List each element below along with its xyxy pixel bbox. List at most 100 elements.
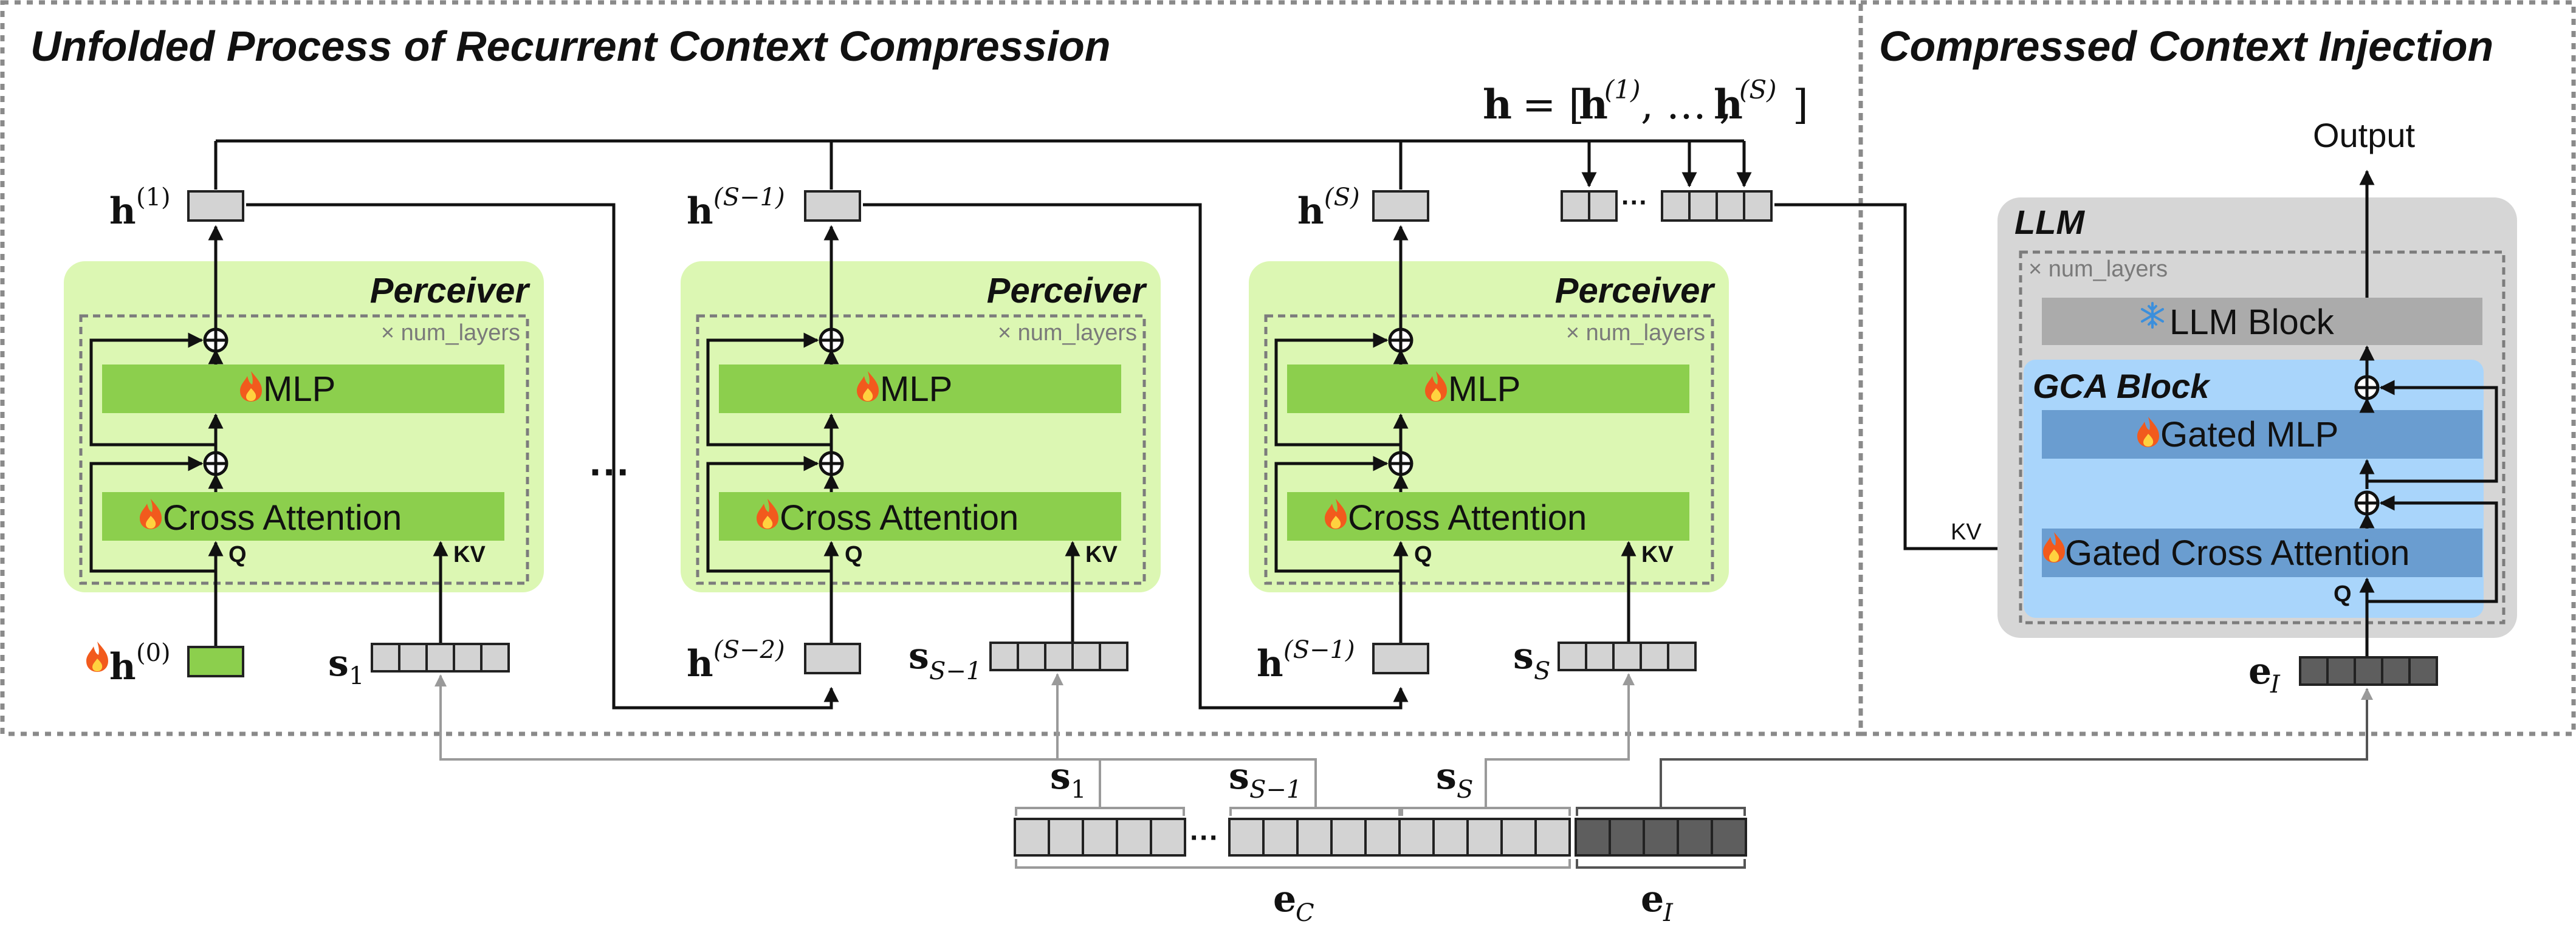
svg-text:S−1: S−1 xyxy=(929,657,981,685)
label-s-s-bottom: s S xyxy=(1436,755,1473,804)
segment-s-minus-1-token xyxy=(1017,642,1046,671)
instruction-feed-line xyxy=(1660,688,2373,808)
svg-text:s: s xyxy=(1229,755,1249,798)
instruction-token xyxy=(2408,656,2438,686)
svg-text:(1): (1) xyxy=(136,183,171,211)
history-token xyxy=(1716,190,1745,222)
instruction-token xyxy=(1677,818,1713,857)
circled-plus-icon xyxy=(2354,375,2380,400)
svg-text:(S−1): (S−1) xyxy=(713,183,785,211)
perceiver-s-q-label: Q xyxy=(1414,542,1432,567)
h1-token xyxy=(187,190,244,222)
perceiver-s-minus-1-mlp-label: MLP xyxy=(880,369,952,409)
svg-text:h: h xyxy=(1297,190,1324,233)
svg-text:h: h xyxy=(109,190,136,233)
input-sequence xyxy=(1014,818,1747,857)
perceiver-1-layer-stack xyxy=(79,314,529,585)
svg-text:1: 1 xyxy=(349,662,364,690)
history-token xyxy=(1661,190,1691,222)
gated-cross-attention xyxy=(2042,529,2482,577)
gated-mlp-label: Gated MLP xyxy=(2160,415,2338,454)
instruction-token xyxy=(1643,818,1679,857)
instruction-token xyxy=(2381,656,2411,686)
perceiver-s-connections xyxy=(1274,225,1637,647)
segment-tokens xyxy=(371,642,1697,673)
svg-text:1: 1 xyxy=(1071,776,1086,804)
label-s1: s 1 xyxy=(328,642,364,690)
context-token xyxy=(1398,818,1435,857)
perceiver-1: Perceiver × num_layers MLP Cross Attenti… xyxy=(64,225,544,647)
perceiver-1-cross-attention-label: Cross Attention xyxy=(163,498,402,538)
h-s-minus-1-input-token xyxy=(1372,643,1429,674)
svg-text:s: s xyxy=(1050,755,1071,798)
svg-text:h: h xyxy=(687,643,713,685)
svg-text:S−1: S−1 xyxy=(1249,776,1302,804)
context-token xyxy=(1466,818,1503,857)
perceiver-1-kv-label: KV xyxy=(453,542,486,567)
injection-section-title: Compressed Context Injection xyxy=(1879,22,2493,70)
svg-text:e: e xyxy=(2248,650,2272,693)
circled-plus-icon xyxy=(1388,327,1413,353)
svg-text:I: I xyxy=(2270,671,2281,699)
gca-q-label: Q xyxy=(2334,581,2352,607)
svg-text:(S−2): (S−2) xyxy=(713,636,785,664)
context-token xyxy=(1116,818,1152,857)
llm-block xyxy=(2042,298,2482,345)
svg-text:(0): (0) xyxy=(136,639,171,667)
llm-layer-stack xyxy=(2019,250,2506,625)
context-token xyxy=(1048,818,1084,857)
svg-text:= [: = [ xyxy=(1522,81,1584,128)
perceiver-1-connections xyxy=(89,225,448,647)
context-token xyxy=(1364,818,1401,857)
svg-text:I: I xyxy=(1663,899,1674,927)
circled-plus-icon xyxy=(203,451,228,476)
circled-plus-icon xyxy=(203,327,228,353)
perceiver-s-minus-1-connections xyxy=(706,225,1080,647)
instruction-token xyxy=(1575,818,1611,857)
gca-block: GCA Block Gated MLP Gated Cross Attentio… xyxy=(2024,360,2484,618)
perceiver-s-mlp xyxy=(1287,365,1689,413)
h-s-minus-1-token xyxy=(804,190,861,222)
segment-s-token xyxy=(1558,642,1587,671)
perceiver-s-minus-1-num-layers: × num_layers xyxy=(998,320,1137,346)
h0-token xyxy=(187,646,244,677)
context-token xyxy=(1262,818,1299,857)
context-token xyxy=(1534,818,1571,857)
svg-text:h: h xyxy=(109,646,136,688)
segment-1-token xyxy=(371,643,400,673)
svg-text:h: h xyxy=(1714,81,1743,128)
context-token xyxy=(1330,818,1367,857)
context-token xyxy=(1082,818,1118,857)
segment-s-minus-1-token xyxy=(1099,642,1128,671)
instruction-bracket-top xyxy=(1576,807,1746,816)
instruction-token xyxy=(1609,818,1645,857)
svg-text:h: h xyxy=(1483,81,1512,128)
segment-1-token xyxy=(480,643,510,673)
perceiver-1-mlp-label: MLP xyxy=(263,369,335,409)
context-bracket xyxy=(1015,859,1571,869)
recurrent-connections xyxy=(246,203,2065,710)
segment-s-token xyxy=(1585,642,1615,671)
svg-text:h: h xyxy=(1257,643,1283,685)
svg-text:(S): (S) xyxy=(1739,75,1777,104)
perceiver-s-title: Perceiver xyxy=(1555,271,1716,310)
label-h-s-minus-1-input: h (S−1) xyxy=(1257,636,1355,685)
segment-1-token xyxy=(398,643,428,673)
gated-cross-attention-label: Gated Cross Attention xyxy=(2065,533,2409,573)
instruction-token xyxy=(2299,656,2329,686)
svg-text:, … ,: , … , xyxy=(1641,81,1732,128)
svg-text:(S−1): (S−1) xyxy=(1283,636,1355,664)
perceiver-s-minus-1-cross-attention-label: Cross Attention xyxy=(780,498,1018,538)
context-token xyxy=(1014,818,1050,857)
gca-title: GCA Block xyxy=(2033,367,2211,405)
circled-plus-icon xyxy=(819,327,844,353)
svg-text:S: S xyxy=(1534,657,1550,685)
fire-icon xyxy=(86,642,108,672)
label-h0: h (0) xyxy=(86,639,171,688)
perceiver-s-layer-stack xyxy=(1264,314,1714,585)
perceiver-s-minus-1-kv-label: KV xyxy=(1085,542,1118,567)
label-e-i: e I xyxy=(1641,878,1674,927)
label-s1-bottom: s 1 xyxy=(1050,755,1086,804)
segment-1-token xyxy=(425,643,455,673)
svg-text:e: e xyxy=(1641,878,1664,920)
